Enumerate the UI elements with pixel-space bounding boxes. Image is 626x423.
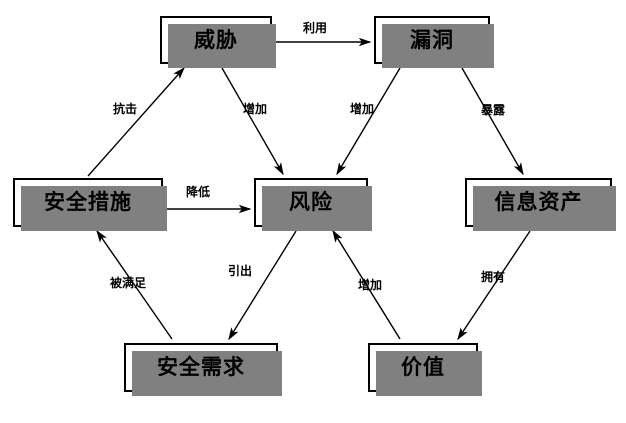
edge-threat-increases-risk — [221, 67, 284, 176]
edge-label-safeguard-reduces-risk: 降低 — [186, 185, 211, 199]
node-label-requirement: 安全需求 — [157, 355, 245, 379]
node-label-safeguard: 安全措施 — [44, 190, 132, 214]
edge-safeguard-counters-threat — [87, 66, 185, 177]
node-vulnerability[interactable]: 漏洞 — [374, 16, 494, 68]
edge-label-threat-exploits-vulnerability: 利用 — [303, 21, 328, 35]
node-label-vulnerability: 漏洞 — [410, 27, 454, 52]
edge-label-vulnerability-increases-risk: 增加 — [350, 102, 375, 116]
edge-label-asset-has-value: 拥有 — [481, 270, 506, 284]
node-requirement[interactable]: 安全需求 — [124, 343, 282, 396]
edge-risk-derives-requirement — [228, 230, 297, 341]
edge-label-vulnerability-exposes-asset: 暴露 — [481, 103, 506, 117]
edge-vulnerability-exposes-asset — [461, 67, 524, 176]
node-label-value: 价值 — [401, 355, 445, 379]
node-asset[interactable]: 信息资产 — [465, 178, 616, 231]
edges-group — [87, 37, 531, 341]
edge-label-risk-derives-requirement: 引出 — [228, 264, 253, 278]
edge-label-safeguard-counters-threat: 抗击 — [113, 102, 138, 116]
edge-asset-has-value — [457, 230, 531, 341]
edge-label-value-increases-risk: 增加 — [358, 278, 383, 292]
node-value[interactable]: 价值 — [368, 343, 482, 396]
edge-requirement-satisfied-by-safeguard — [96, 229, 173, 340]
node-safeguard[interactable]: 安全措施 — [13, 178, 167, 231]
node-label-risk: 风险 — [289, 190, 333, 214]
edge-vulnerability-increases-risk — [336, 67, 401, 176]
node-threat[interactable]: 威胁 — [160, 16, 276, 68]
node-risk[interactable]: 风险 — [254, 178, 372, 231]
edge-value-increases-risk — [332, 229, 401, 340]
node-label-threat: 威胁 — [194, 27, 238, 52]
edge-label-threat-increases-risk: 增加 — [243, 102, 268, 116]
node-label-asset: 信息资产 — [494, 190, 583, 214]
edge-label-requirement-satisfied-by-safeguard: 被满足 — [110, 276, 147, 290]
